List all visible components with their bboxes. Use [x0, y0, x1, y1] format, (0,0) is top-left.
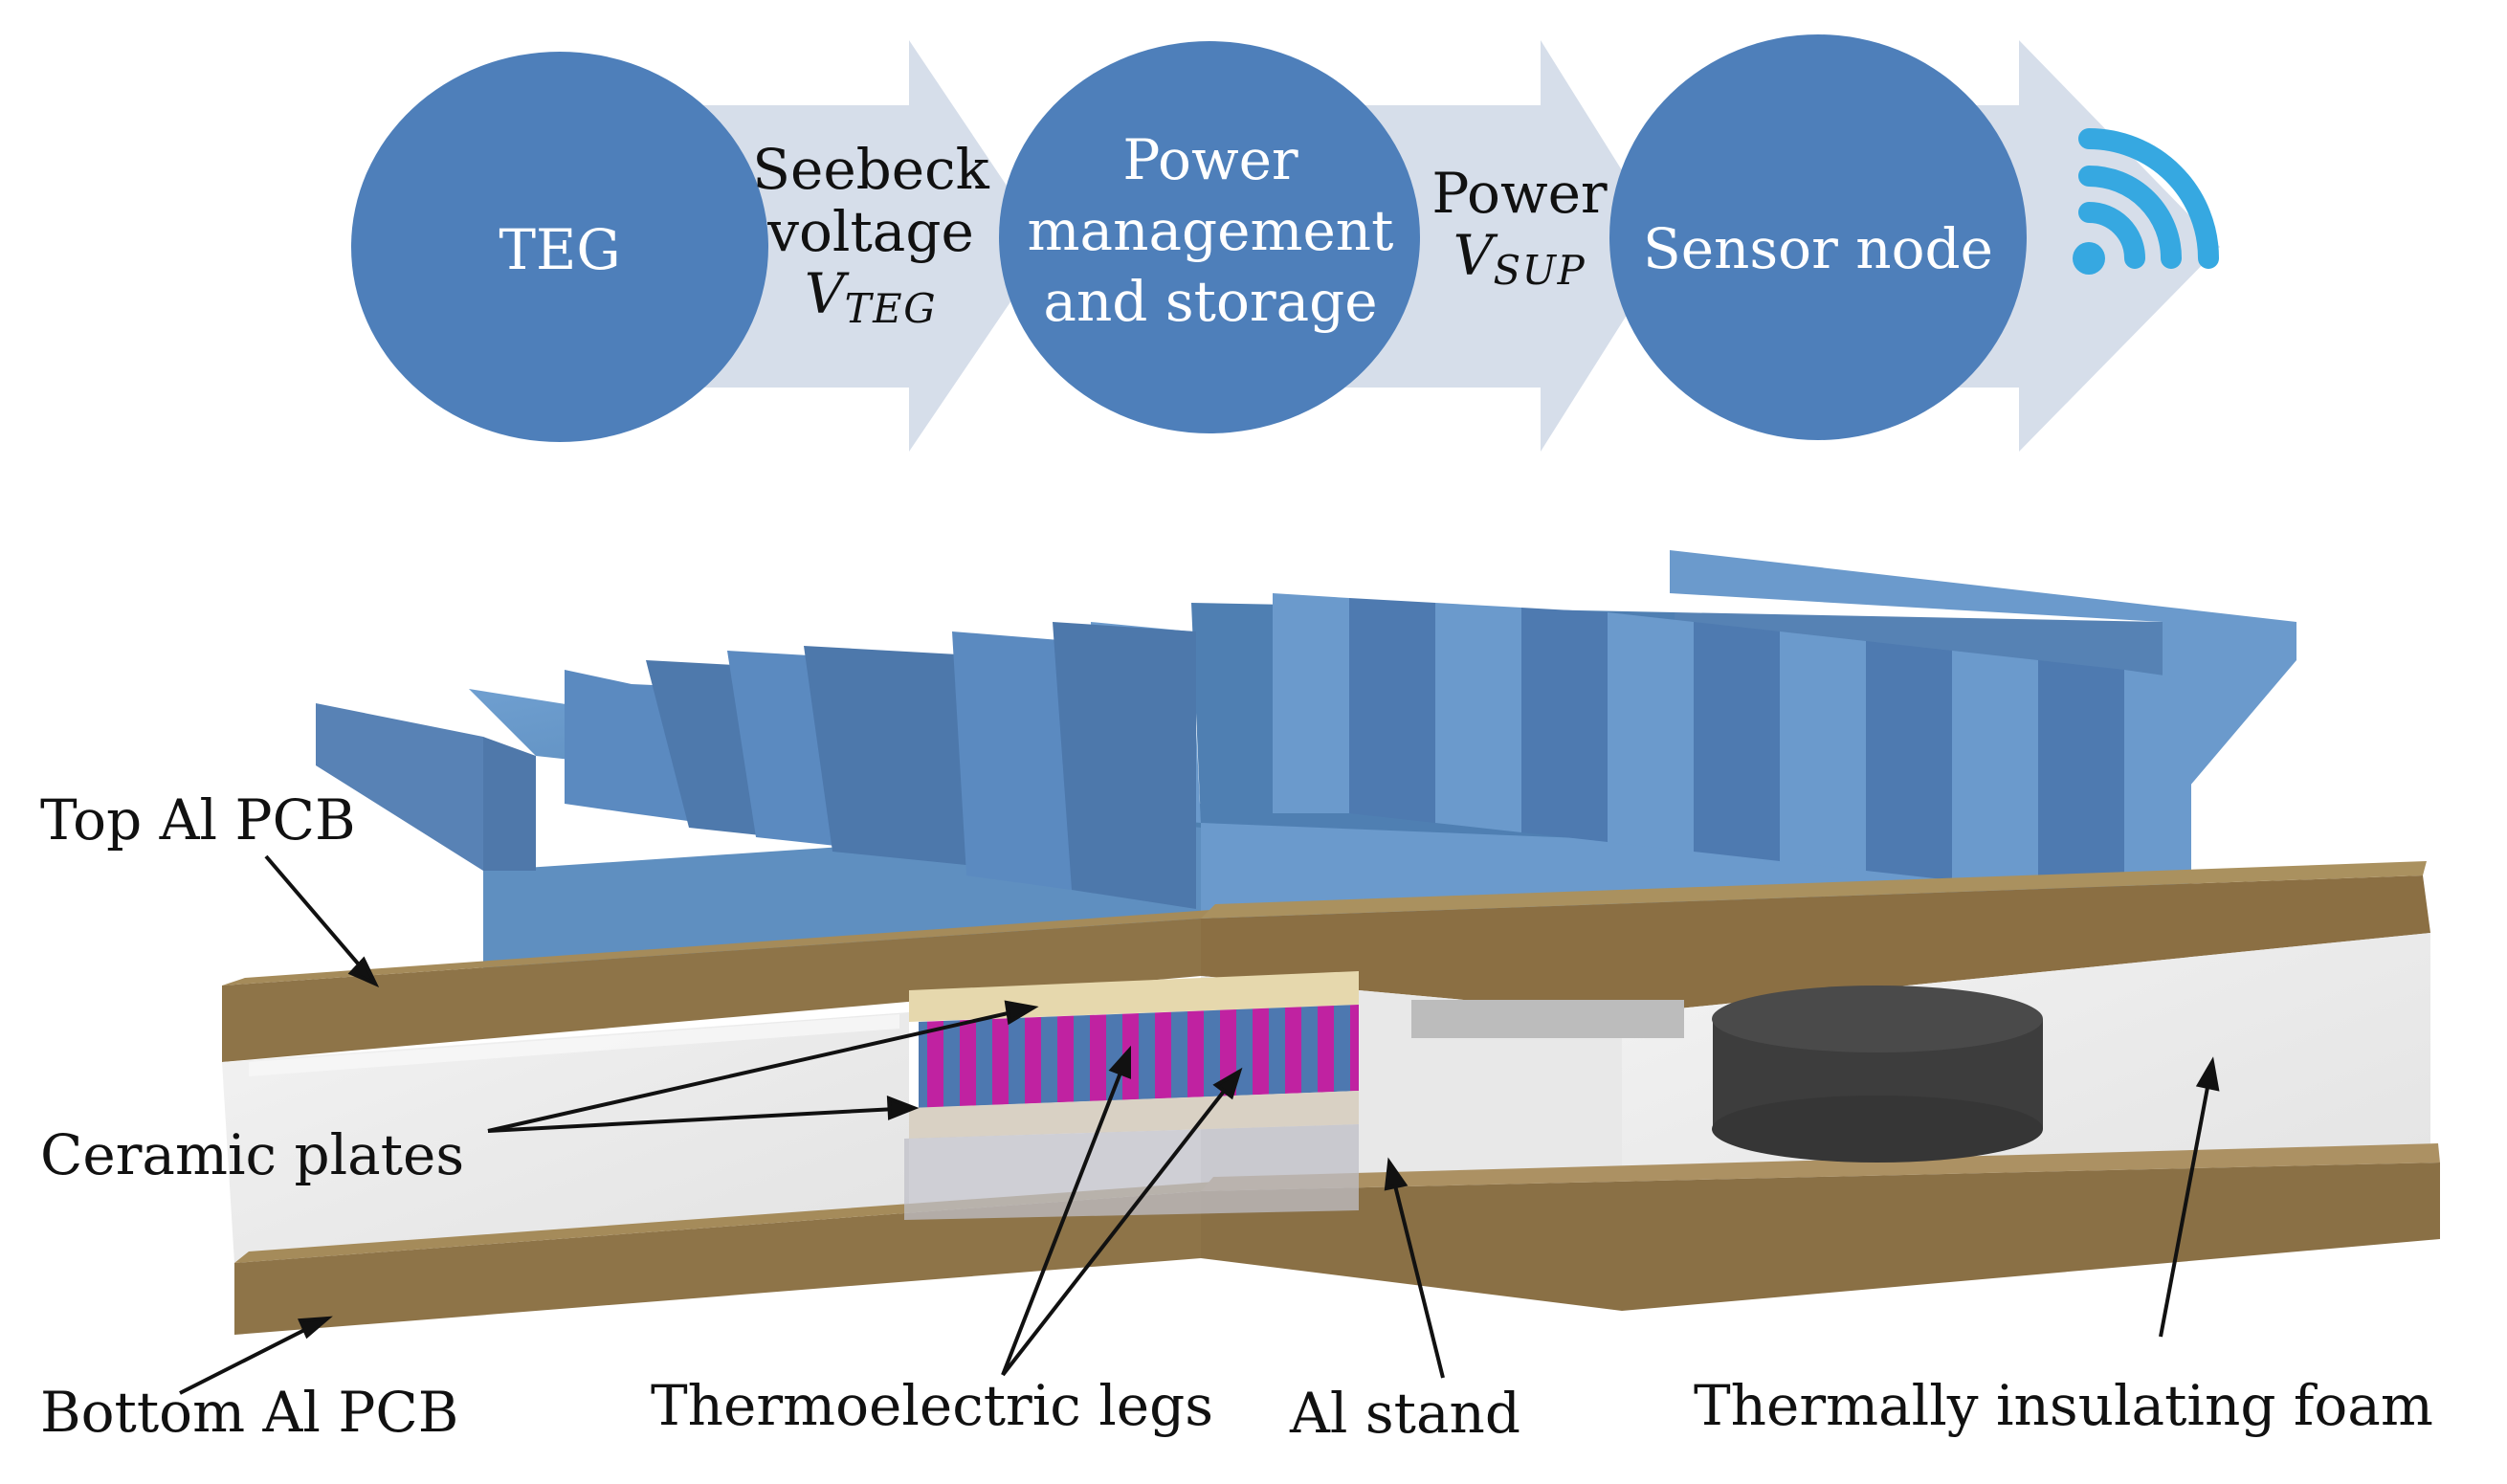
battery-top: [1712, 986, 2043, 1052]
bottom-pcb-right: [1201, 1163, 2440, 1311]
arrow1-variable: VTEG: [727, 260, 1014, 332]
heatsink-fins: [316, 550, 2296, 909]
power-mgmt-line1: Power: [1122, 127, 1298, 192]
flow-arrow-seebeck: [660, 40, 1048, 452]
arrow1-line1: Seebeck: [752, 137, 989, 202]
arrow2-line1: Power: [1431, 161, 1608, 226]
power-mgmt-line2: management: [1027, 198, 1394, 264]
arrow1-line2: voltage: [767, 198, 974, 264]
top-pcb-left: [222, 919, 1201, 1062]
bottom-pcb-left: [234, 1191, 1201, 1335]
arrow2-variable: VSUP: [1414, 222, 1625, 294]
bottom-pcb-right-top: [1201, 1143, 2440, 1191]
ceramic-plate-bottom: [909, 1091, 1359, 1139]
arrow2-subscript: SUP: [1493, 246, 1586, 294]
al-stand-label: Al stand: [1290, 1381, 1521, 1446]
sensor-node-node: [1609, 34, 2027, 440]
foam-highlight: [249, 1014, 899, 1076]
top-pcb-right-top: [1201, 861, 2427, 919]
teg-label: TEG: [499, 217, 621, 282]
flow-arrow-power: [1330, 40, 1670, 452]
arrow1-subscript: TEG: [844, 284, 938, 332]
top-al-pcb-label: Top Al PCB: [40, 787, 356, 853]
ceramic-plates-label: Ceramic plates: [40, 1122, 465, 1187]
thermoelectric-legs: [919, 1005, 1359, 1108]
power-management-node: [999, 41, 1420, 433]
top-pcb-right: [1201, 875, 2430, 1014]
bottom-al-pcb-label: Bottom Al PCB: [40, 1380, 459, 1445]
energy-flow-diagram: [351, 34, 2220, 452]
foam-label: Thermally insulating foam: [1694, 1373, 2433, 1438]
al-stand: [904, 1124, 1359, 1220]
thermoelectric-legs-label: Thermoelectric legs: [651, 1373, 1213, 1438]
callout-arrows: [179, 854, 2220, 1395]
arrow1-label: Seebeck voltage VTEG: [727, 139, 1014, 332]
arrow1-var: V: [804, 260, 845, 326]
top-pcb-left-top: [222, 909, 1225, 986]
arrow2-var: V: [1453, 222, 1494, 288]
wifi-icon: [2073, 128, 2219, 275]
battery-bottom: [1712, 1096, 2043, 1163]
power-mgmt-line3: and storage: [1043, 269, 1378, 335]
power-management-label: Power management and storage: [1000, 124, 1421, 338]
teg-hardware-illustration: [222, 550, 2440, 1335]
arrow2-label: Power VSUP: [1414, 163, 1625, 294]
sensor-node-label: Sensor node: [1643, 216, 1993, 281]
connector-strip: [1411, 1000, 1684, 1038]
teg-node: [351, 52, 768, 442]
